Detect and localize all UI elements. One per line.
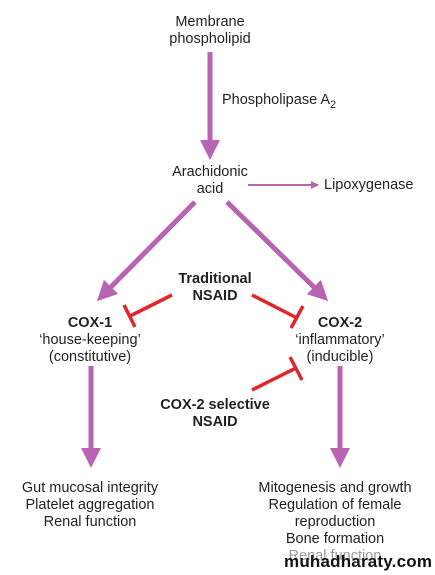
cox1-effect-2: Platelet aggregation xyxy=(25,497,155,513)
node-cox2: COX-2 ‘inflammatory’ (inducible) xyxy=(270,315,410,366)
node-cox2-selective-nsaid: COX-2 selective NSAID xyxy=(140,397,290,431)
inhibition-nsaid-cox1 xyxy=(122,293,173,328)
cox2-effect-4: Bone formation xyxy=(285,531,385,547)
traditional-line2: NSAID xyxy=(192,288,238,304)
cox1-title: COX-1 xyxy=(67,315,113,331)
cox2-line2: ‘inflammatory’ xyxy=(295,332,385,348)
watermark-text: muhadharaty.com xyxy=(284,552,433,571)
membrane-line1: Membrane xyxy=(175,14,245,30)
selective-line1: COX-2 selective xyxy=(160,397,270,413)
cox2-effect-2: Regulation of female xyxy=(268,497,402,513)
node-arachidonic-acid: Arachidonic acid xyxy=(155,164,265,198)
cox2-effect-1: Mitogenesis and growth xyxy=(258,480,412,496)
arrow-arachidonic-to-cox1 xyxy=(96,200,197,302)
cox1-line2: ‘house-keeping’ xyxy=(39,332,141,348)
membrane-line2: phospholipid xyxy=(169,31,251,47)
phospholipase-subscript: 2 xyxy=(330,98,337,111)
cox1-effect-3: Renal function xyxy=(43,514,137,530)
inhibition-selective-cox2 xyxy=(251,356,304,392)
node-cox2-effects: Mitogenesis and growth Regulation of fem… xyxy=(240,480,430,565)
node-cox1-effects: Gut mucosal integrity Platelet aggregati… xyxy=(5,480,175,531)
node-membrane-phospholipid: Membrane phospholipid xyxy=(150,14,270,48)
phospholipase-text: Phospholipase A xyxy=(222,92,331,108)
node-cox1: COX-1 ‘house-keeping’ (constitutive) xyxy=(20,315,160,366)
node-lipoxygenase: Lipoxygenase xyxy=(324,177,414,193)
cox1-line3: (constitutive) xyxy=(48,349,132,365)
cox2-line3: (inducible) xyxy=(306,349,374,365)
arachidonic-line1: Arachidonic xyxy=(172,164,248,180)
inhibition-nsaid-cox2 xyxy=(251,293,305,329)
label-phospholipase: Phospholipase A2 xyxy=(222,92,336,114)
cox1-effect-1: Gut mucosal integrity xyxy=(21,480,159,496)
cox2-title: COX-2 xyxy=(317,315,363,331)
arachidonic-line2: acid xyxy=(196,181,224,197)
cox2-effect-3: reproduction xyxy=(294,514,376,530)
arrow-arachidonic-to-cox2 xyxy=(225,200,329,301)
traditional-line1: Traditional xyxy=(178,271,252,287)
cox2-effect-5: Renal function xyxy=(288,548,382,564)
selective-line2: NSAID xyxy=(192,414,238,430)
node-traditional-nsaid: Traditional NSAID xyxy=(160,271,270,305)
